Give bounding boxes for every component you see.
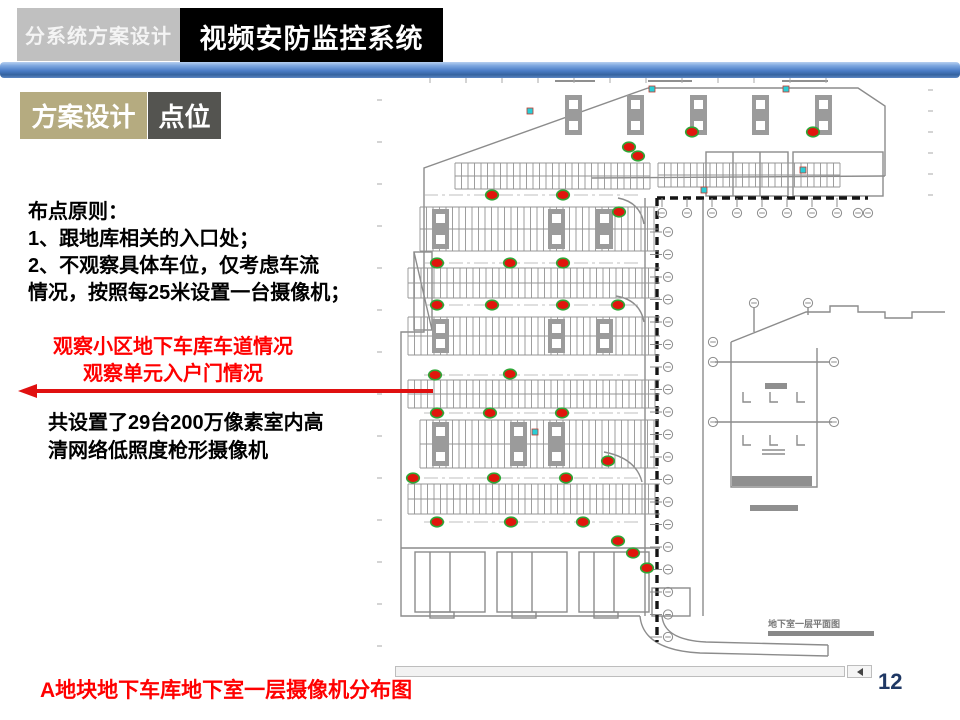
subtitle-design: 方案设计 [20, 92, 147, 139]
principles-line: 1、跟地库相关的入口处； [28, 228, 260, 250]
camera-dot [555, 189, 571, 201]
page-number: 12 [878, 669, 903, 694]
camera-dot [625, 547, 641, 559]
camera-dot [805, 126, 821, 138]
camera-dot [555, 299, 571, 311]
red-arrow-head-icon [18, 384, 37, 398]
camera-dot [610, 535, 626, 547]
page-title-label: 视频安防监控系统 [199, 23, 424, 54]
horizontal-scrollbar[interactable] [395, 666, 845, 677]
parking-stalls [407, 162, 841, 523]
scroll-left-button[interactable] [847, 665, 872, 678]
section-tag: 分系统方案设计 [17, 8, 180, 61]
grid-dashed-lines [655, 196, 868, 642]
callout-line: 观察小区地下车库车道情况 [53, 336, 293, 358]
camera-dot [610, 299, 626, 311]
camera-dot [405, 472, 421, 484]
camera-dot [427, 369, 443, 381]
section-tag-label: 分系统方案设计 [25, 26, 172, 48]
camera-dots [405, 126, 821, 574]
summary-block: 共设置了29台200万像素室内高 清网络低照度枪形摄像机 [48, 409, 378, 465]
principles-line: 2、不观察具体车位，仅考虑车流 [28, 255, 320, 277]
principles-block: 布点原则： 1、跟地库相关的入口处； 2、不观察具体车位，仅考虑车流 情况，按照… [28, 199, 373, 307]
camera-dot [558, 472, 574, 484]
camera-dot [611, 206, 627, 218]
summary-line: 共设置了29台200万像素室内高 [48, 412, 324, 434]
camera-dot [429, 257, 445, 269]
cyan-device-markers [526, 85, 807, 436]
unit-cores [432, 95, 832, 466]
left-arrow-icon [856, 667, 863, 676]
camera-dot [429, 407, 445, 419]
camera-dot [684, 126, 700, 138]
column-grid-circles [650, 198, 874, 643]
camera-dot [502, 257, 518, 269]
camera-dot [639, 562, 655, 574]
plan-label-underline [768, 631, 874, 636]
camera-dot [429, 299, 445, 311]
camera-dot [621, 141, 637, 153]
camera-dot [555, 257, 571, 269]
callout-line: 观察单元入户门情况 [83, 363, 263, 385]
principles-line: 情况，按照每25米设置一台摄像机； [28, 282, 351, 304]
ruler-ticks [377, 78, 933, 647]
subtitle-design-label: 方案设计 [31, 102, 136, 132]
summary-line: 清网络低照度枪形摄像机 [48, 440, 268, 462]
plan-label: 地下室一层平面图 [768, 618, 840, 629]
camera-dot [484, 299, 500, 311]
camera-dot [575, 516, 591, 528]
plan-boundary [400, 87, 945, 657]
camera-dot [503, 516, 519, 528]
divider-bar [0, 62, 960, 78]
subtitle-spot-label: 点位 [158, 102, 211, 132]
camera-dot [502, 368, 518, 380]
camera-dot [482, 407, 498, 419]
camera-dot [486, 472, 502, 484]
plan-solids [555, 80, 828, 511]
red-arrow-shaft [36, 389, 433, 393]
camera-dot [429, 516, 445, 528]
principles-title: 布点原则： [28, 201, 128, 223]
subtitle-spot: 点位 [148, 92, 221, 139]
camera-dot [484, 189, 500, 201]
page-title: 视频安防监控系统 [180, 8, 443, 64]
camera-dot [600, 455, 616, 467]
camera-dot [630, 150, 646, 162]
slide-caption: A地块地下车库地下室一层摄像机分布图 [40, 679, 413, 702]
camera-dot [554, 407, 570, 419]
callout-block: 观察小区地下车库车道情况 观察单元入户门情况 [28, 334, 318, 388]
